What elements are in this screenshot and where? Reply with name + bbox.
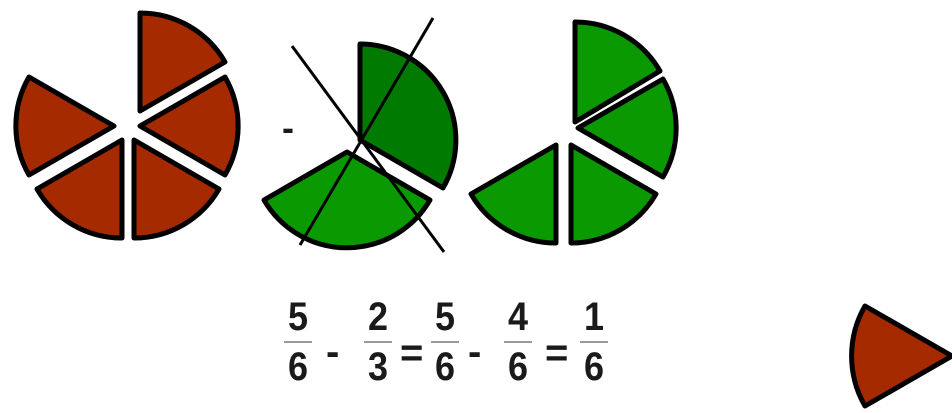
fraction-two-thirds: 2 3 xyxy=(358,297,398,387)
fraction-four-sixths: 4 6 xyxy=(498,297,538,387)
remaining-one-sixth xyxy=(852,306,952,406)
sixth-slice-brown xyxy=(852,306,952,406)
numerator: 1 xyxy=(576,297,612,337)
circle-five-sixths xyxy=(16,13,238,238)
fraction-one-sixth: 1 6 xyxy=(574,297,614,387)
denominator: 6 xyxy=(500,347,536,387)
denominator: 6 xyxy=(280,347,316,387)
fraction-five-sixths: 5 6 xyxy=(278,297,318,387)
denominator: 6 xyxy=(427,347,463,387)
minus-operator: - xyxy=(326,332,339,372)
fraction-bar xyxy=(504,341,532,343)
fraction-bar xyxy=(431,341,459,343)
numerator: 4 xyxy=(500,297,536,337)
fraction-bar xyxy=(364,341,392,343)
denominator: 3 xyxy=(360,347,396,387)
equals-operator: = xyxy=(545,333,568,373)
denominator: 6 xyxy=(576,347,612,387)
numerator: 5 xyxy=(280,297,316,337)
fraction-bar xyxy=(284,341,312,343)
fraction-bar xyxy=(580,341,608,343)
minus-sign: - xyxy=(282,107,294,148)
minus-operator: - xyxy=(468,332,481,372)
equals-operator: = xyxy=(400,333,423,373)
numerator: 2 xyxy=(360,297,396,337)
numerator: 5 xyxy=(427,297,463,337)
circle-four-sixths xyxy=(471,22,676,243)
fraction-five-sixths: 5 6 xyxy=(425,297,465,387)
sixth-slice-green xyxy=(471,145,556,243)
